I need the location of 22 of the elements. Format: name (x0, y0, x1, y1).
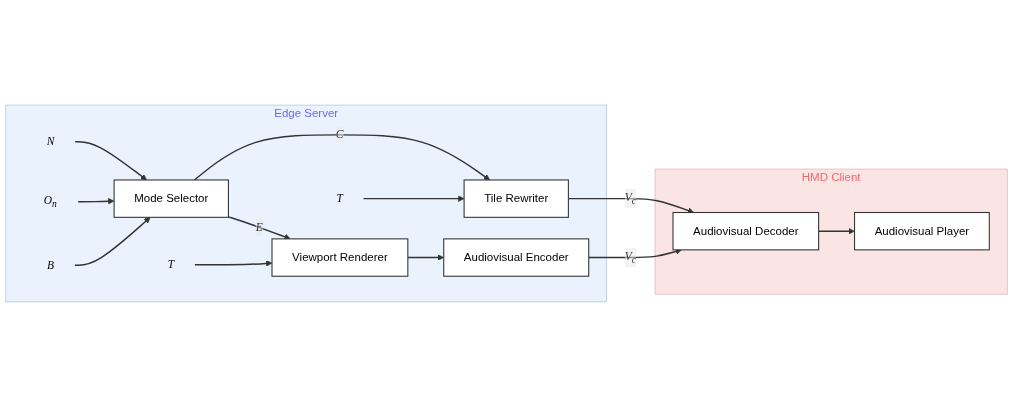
edge-label: E (255, 220, 263, 234)
node-text: T (167, 258, 175, 271)
edge-label: V$_{c}$ (624, 191, 636, 207)
arrow (74, 141, 147, 181)
arrow (77, 198, 115, 205)
node-text: O$_{n}$ (43, 194, 57, 210)
node-box: Audiovisual Player (854, 211, 990, 251)
node-box: Audiovisual Encoder (443, 238, 590, 277)
node-text: B (47, 258, 55, 272)
node-box: Audiovisual Decoder (672, 211, 820, 251)
node-text: T (336, 192, 343, 205)
edge-label: V$_{c}$ (624, 249, 636, 266)
arrow (588, 248, 682, 259)
node-box: Viewport Renderer (271, 238, 409, 277)
node-box: Tile Rewriter (463, 179, 569, 218)
arrow (74, 217, 151, 267)
arrow (194, 260, 273, 267)
edge-label: C (335, 128, 344, 141)
node-box: Mode Selector (113, 179, 229, 218)
arrow (193, 134, 491, 181)
arrow (362, 195, 465, 202)
node-text: N (46, 135, 55, 148)
